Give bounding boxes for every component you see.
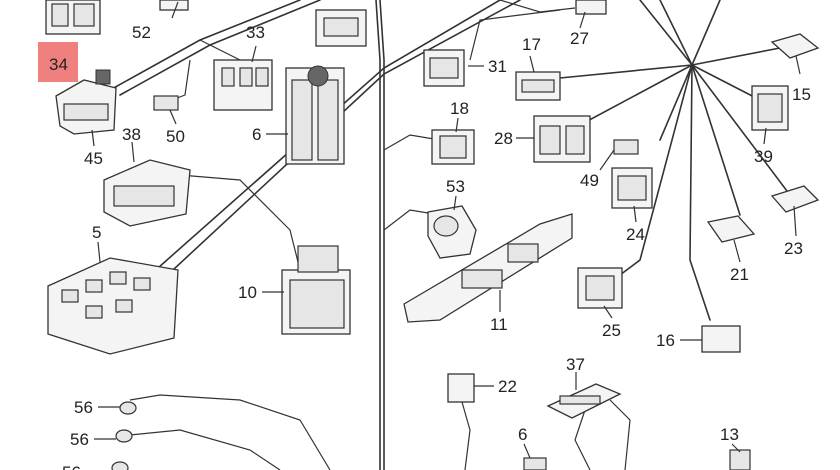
label-52[interactable]: 52	[132, 23, 151, 42]
connector-24	[611, 167, 653, 209]
label-33[interactable]: 33	[246, 23, 265, 42]
label-56a[interactable]: 56	[74, 398, 93, 417]
connector-37	[546, 383, 622, 419]
label-5[interactable]: 5	[92, 223, 101, 242]
label-21[interactable]: 21	[730, 265, 749, 284]
label-16[interactable]: 16	[656, 331, 675, 350]
label-25[interactable]: 25	[602, 321, 621, 340]
terminal-56b	[115, 429, 133, 443]
connector-33	[213, 59, 273, 111]
connector-23	[770, 185, 820, 213]
label-28[interactable]: 28	[494, 129, 513, 148]
label-56c[interactable]: 56	[62, 463, 81, 470]
highlight-box	[38, 42, 78, 82]
label-23[interactable]: 23	[784, 239, 803, 258]
label-53[interactable]: 53	[446, 177, 465, 196]
terminal-56c	[111, 461, 129, 470]
label-38[interactable]: 38	[122, 125, 141, 144]
leader-lines	[91, 1, 801, 459]
connector-22	[447, 373, 475, 403]
label-27[interactable]: 27	[570, 29, 589, 48]
label-49[interactable]: 49	[580, 171, 599, 190]
connector-top-center	[315, 9, 367, 47]
label-22[interactable]: 22	[498, 377, 517, 396]
label-34[interactable]: 34	[49, 55, 68, 74]
label-6a[interactable]: 6	[252, 125, 261, 144]
connector-13	[729, 449, 751, 470]
label-24[interactable]: 24	[626, 225, 645, 244]
connector-15	[770, 33, 820, 59]
connector-18	[431, 129, 475, 165]
control-module-11	[403, 213, 573, 323]
label-56b[interactable]: 56	[70, 430, 89, 449]
label-37[interactable]: 37	[566, 355, 585, 374]
connector-53	[427, 205, 477, 259]
connector-31	[423, 49, 465, 87]
connector-38	[103, 159, 191, 227]
connector-25	[577, 267, 623, 309]
connector-21	[706, 215, 756, 243]
connector-45	[55, 69, 117, 135]
label-10[interactable]: 10	[238, 283, 257, 302]
part-labels: 34 52 33 27 31 17 15 45 50 6 18 28 39 49…	[49, 23, 811, 470]
label-39[interactable]: 39	[754, 147, 773, 166]
connector-17	[515, 71, 561, 101]
connector-50	[153, 95, 179, 111]
relay-block-6	[285, 65, 345, 165]
connector-52	[159, 0, 189, 11]
connector-27	[575, 0, 607, 15]
connector-16	[701, 325, 741, 353]
label-31[interactable]: 31	[488, 57, 507, 76]
connector-49	[613, 139, 639, 155]
label-13[interactable]: 13	[720, 425, 739, 444]
label-6b[interactable]: 6	[518, 425, 527, 444]
label-15[interactable]: 15	[792, 85, 811, 104]
label-45[interactable]: 45	[84, 149, 103, 168]
label-11[interactable]: 11	[490, 315, 508, 334]
connector-39	[751, 85, 789, 131]
connector-34	[45, 0, 101, 35]
connector-28	[533, 115, 591, 163]
fuse-box-5	[47, 257, 179, 355]
connector-10	[281, 245, 351, 335]
label-17[interactable]: 17	[522, 35, 541, 54]
connector-6-bottom	[523, 457, 547, 470]
label-18[interactable]: 18	[450, 99, 469, 118]
terminal-56a	[119, 401, 137, 415]
label-50[interactable]: 50	[166, 127, 185, 146]
